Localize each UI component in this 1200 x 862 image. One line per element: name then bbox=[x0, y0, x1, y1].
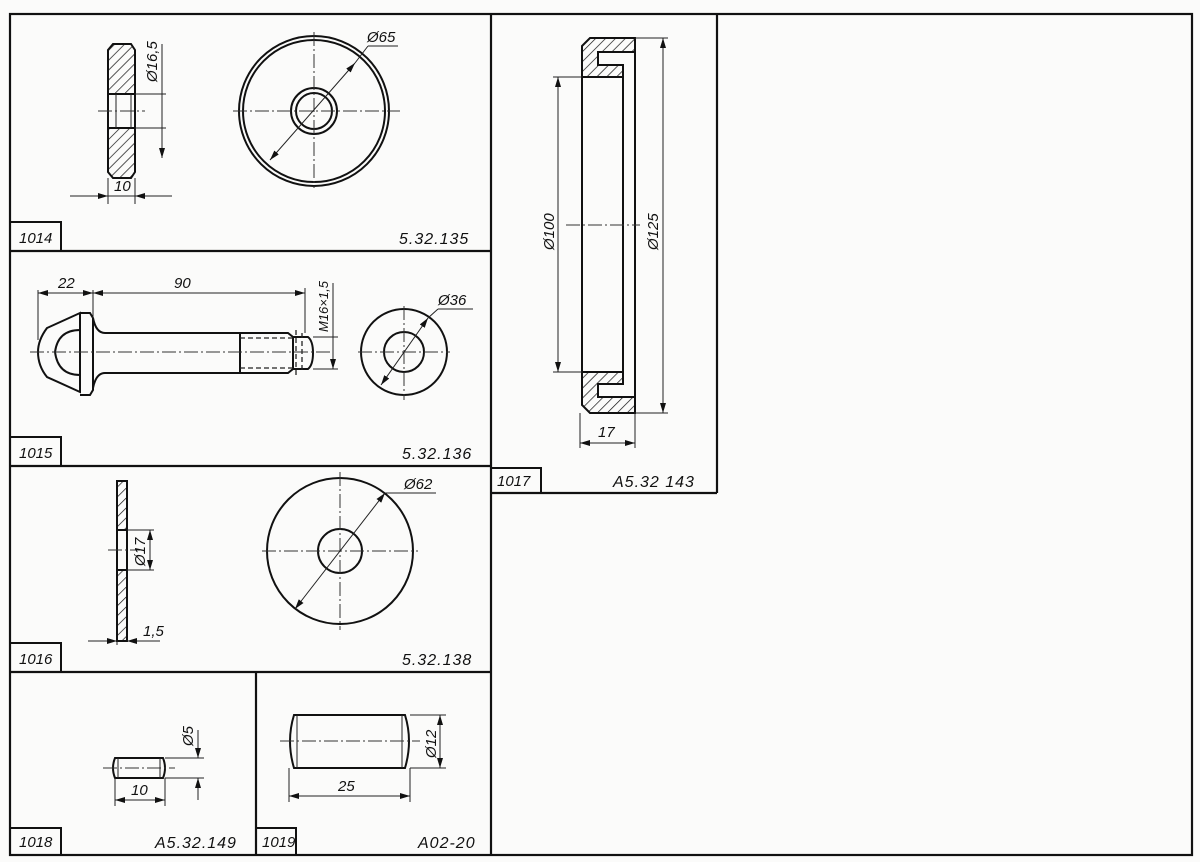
part-1016: Ø17 1,5 Ø62 1016 5.32.138 bbox=[9, 472, 472, 673]
dim-length: 90 bbox=[174, 275, 191, 292]
part-number: 1016 bbox=[19, 651, 53, 668]
dim-outer: Ø65 bbox=[366, 29, 396, 46]
part-code: 5.32.136 bbox=[402, 446, 472, 463]
part-code: A5.32.149 bbox=[154, 835, 237, 852]
dim-thickness: 1,5 bbox=[143, 623, 165, 640]
part-number-box bbox=[255, 827, 297, 856]
part-1019: Ø12 25 1019 A02-20 bbox=[255, 714, 476, 856]
dim-outer: Ø125 bbox=[645, 213, 662, 251]
dim-length: 25 bbox=[337, 778, 355, 795]
part-number-box bbox=[9, 827, 62, 856]
part-code: A02-20 bbox=[417, 835, 476, 852]
part-number-box bbox=[9, 642, 62, 673]
part-1014: Ø16,5 10 Ø65 1014 5.32.135 bbox=[9, 29, 469, 252]
part-code: 5.32.138 bbox=[402, 652, 472, 669]
part-code: A5.32 143 bbox=[612, 474, 695, 491]
dim-diameter: Ø12 bbox=[423, 729, 440, 759]
dim-length: 10 bbox=[131, 782, 148, 799]
bolt-view: 22 90 M16×1,5 bbox=[30, 275, 338, 396]
section-view: Ø100 Ø125 17 bbox=[541, 37, 668, 448]
front-view: Ø62 bbox=[262, 472, 436, 630]
part-number: 1018 bbox=[19, 834, 53, 851]
dim-width: 17 bbox=[598, 424, 615, 441]
dim-outer: Ø36 bbox=[437, 292, 467, 309]
side-view: Ø16,5 10 bbox=[70, 40, 172, 204]
dim-thread: M16×1,5 bbox=[316, 280, 331, 332]
part-number-box bbox=[9, 221, 62, 252]
part-number: 1019 bbox=[262, 834, 296, 851]
dim-width: 10 bbox=[114, 178, 131, 195]
dim-inner: Ø100 bbox=[541, 213, 558, 251]
side-view: Ø17 1,5 bbox=[88, 480, 165, 645]
dim-head: 22 bbox=[57, 275, 75, 292]
part-number-box bbox=[490, 467, 542, 494]
dim-bore: Ø16,5 bbox=[144, 40, 161, 83]
part-1015: 22 90 M16×1,5 Ø36 1015 5.32.136 bbox=[9, 275, 473, 467]
part-1017: Ø100 Ø125 17 1017 A5.32 143 bbox=[490, 37, 695, 494]
dim-bore: Ø17 bbox=[132, 537, 149, 567]
part-code: 5.32.135 bbox=[399, 231, 469, 248]
part-number: 1015 bbox=[19, 445, 53, 462]
dim-outer: Ø62 bbox=[403, 476, 433, 493]
dim-diameter: Ø5 bbox=[180, 725, 197, 747]
pin-view: Ø12 25 bbox=[280, 714, 446, 802]
part-number-box bbox=[9, 436, 62, 467]
front-view: Ø65 bbox=[233, 29, 400, 188]
part-1018: Ø5 10 1018 A5.32.149 bbox=[9, 725, 237, 856]
pin-view: Ø5 10 bbox=[103, 725, 204, 806]
sheet-frame bbox=[8, 12, 1194, 857]
part-number: 1014 bbox=[19, 230, 52, 247]
part-number: 1017 bbox=[497, 473, 531, 490]
end-view: Ø36 bbox=[358, 292, 473, 400]
